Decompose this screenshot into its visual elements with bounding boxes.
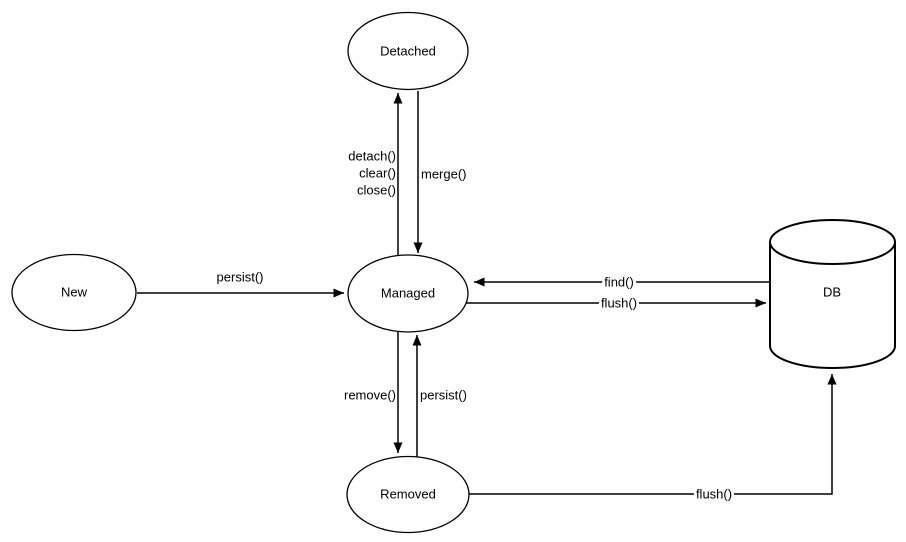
edge-label-persist-new: persist()	[216, 269, 264, 285]
edge-label-persist-removed: persist()	[420, 387, 467, 403]
node-managed	[347, 254, 469, 333]
node-new-label: New	[60, 284, 88, 300]
node-db-cylinder	[769, 219, 896, 369]
edge-flush-removed-to-db	[469, 374, 837, 495]
node-detached-label: Detached	[380, 43, 436, 59]
edge-label-close: close()	[356, 182, 396, 198]
edge-label-find: find()	[602, 273, 636, 291]
node-db-label: DB	[822, 284, 842, 300]
edge-label-flush-top: flush()	[598, 294, 640, 312]
node-new	[11, 253, 137, 332]
edge-label-detach-clear-close: detach() clear() close()	[348, 148, 396, 199]
node-detached	[347, 11, 469, 91]
node-managed-label: Managed	[380, 285, 436, 301]
edge-label-clear: clear()	[359, 165, 396, 181]
node-removed	[346, 455, 470, 534]
edge-label-remove: remove()	[343, 387, 396, 403]
node-removed-label: Removed	[380, 486, 436, 502]
edge-label-flush-bottom: flush()	[693, 485, 735, 503]
edge-label-merge: merge()	[421, 166, 467, 182]
edge-label-detach: detach()	[348, 148, 396, 164]
